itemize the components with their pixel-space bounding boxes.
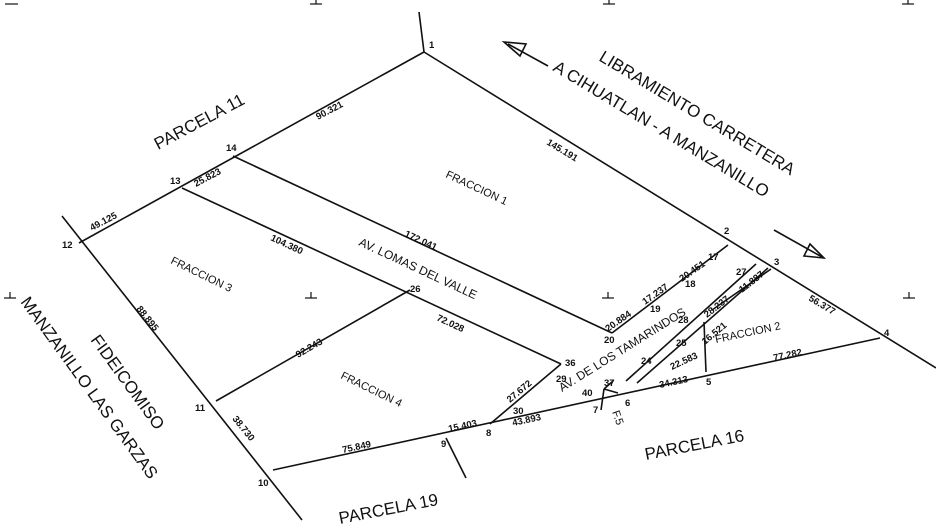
point-label: 7	[593, 405, 598, 416]
line-1-highway	[423, 51, 936, 369]
point-label: 17	[708, 252, 719, 263]
point-label: 11	[195, 403, 206, 414]
point-label: 9	[441, 439, 446, 450]
dim-label: 49.125	[88, 210, 119, 234]
dim-label: 28.237	[702, 294, 732, 321]
point-label: 2	[724, 226, 729, 237]
point-label: 27	[736, 267, 747, 278]
point-label: 1	[429, 40, 435, 51]
point-label: 40	[582, 388, 593, 399]
line-36-8	[489, 363, 562, 425]
line-9-south	[445, 437, 467, 479]
dim-label: 75.849	[341, 439, 372, 456]
point-label: 37	[604, 378, 615, 389]
dim-label: 20.884	[603, 308, 634, 334]
point-label: 14	[226, 143, 237, 154]
point-label: 12	[62, 240, 73, 251]
point-label: 4	[884, 328, 890, 339]
line-11-26	[215, 289, 411, 402]
point-label: 5	[706, 377, 712, 388]
point-labels: 1 2 3 4 5 6 7 8 9 10 11 12 13 14 17 18 1…	[62, 40, 890, 489]
line-west-boundary	[61, 215, 303, 521]
dim-label: 38.730	[230, 414, 257, 444]
label-f5: F.5	[609, 409, 625, 427]
line-24-5	[703, 321, 707, 373]
dim-label: 27.672	[505, 378, 534, 405]
point-label: 29	[556, 374, 567, 385]
boundary-lines	[61, 11, 936, 521]
line-f5-a	[603, 380, 614, 390]
point-label: 19	[650, 304, 661, 315]
point-label: 24	[641, 356, 652, 367]
dim-label: 172.041	[403, 229, 439, 254]
label-fraccion-3: FRACCION 3	[169, 255, 234, 295]
dim-label: 22.583	[669, 350, 700, 372]
dim-label: 25.823	[192, 166, 223, 189]
label-parcela-19: PARCELA 19	[337, 490, 440, 528]
label-fraccion-4: FRACCION 4	[339, 370, 404, 410]
point-label: 26	[410, 284, 421, 295]
dim-label: 34.313	[658, 374, 689, 391]
dim-label: 72.028	[435, 313, 466, 335]
line-27-3	[711, 268, 772, 311]
label-parcela-16: PARCELA 16	[643, 426, 746, 464]
line-20-2	[611, 244, 729, 334]
dim-label: 77.282	[772, 347, 803, 364]
point-label: 8	[486, 428, 491, 439]
line-10-4	[272, 337, 881, 471]
point-label: 10	[258, 478, 269, 489]
point-label: 36	[565, 358, 576, 369]
point-label: 3	[774, 257, 779, 268]
point-label: 20	[604, 335, 615, 346]
point-label: 18	[685, 279, 696, 290]
dim-label: 145.191	[544, 137, 580, 164]
corner-marks	[4, 0, 915, 299]
dim-label: 88.895	[134, 304, 161, 334]
line-tamarindos-a	[625, 263, 757, 382]
point-label: 6	[625, 398, 630, 409]
dim-label: 15.403	[447, 418, 478, 435]
point-label: 30	[513, 406, 524, 417]
line-1-north	[418, 11, 425, 53]
label-fideicomiso: FIDEICOMISO	[87, 331, 168, 433]
line-13-36	[181, 187, 562, 365]
dim-label: 92.243	[294, 337, 325, 361]
point-label: 25	[676, 338, 687, 349]
arrow-shaft	[773, 229, 823, 258]
line-14-20	[232, 155, 613, 334]
point-label: 13	[170, 176, 181, 187]
arrow-cihuatlan-icon	[501, 40, 549, 67]
label-fraccion-1: FRACCION 1	[444, 169, 509, 208]
arrow-manzanillo-icon	[773, 229, 827, 260]
line-f5-b	[603, 388, 619, 394]
dim-label: 90.321	[314, 99, 345, 123]
line-1-12	[78, 51, 425, 244]
line-7	[600, 388, 605, 411]
point-label: 28	[678, 315, 689, 326]
